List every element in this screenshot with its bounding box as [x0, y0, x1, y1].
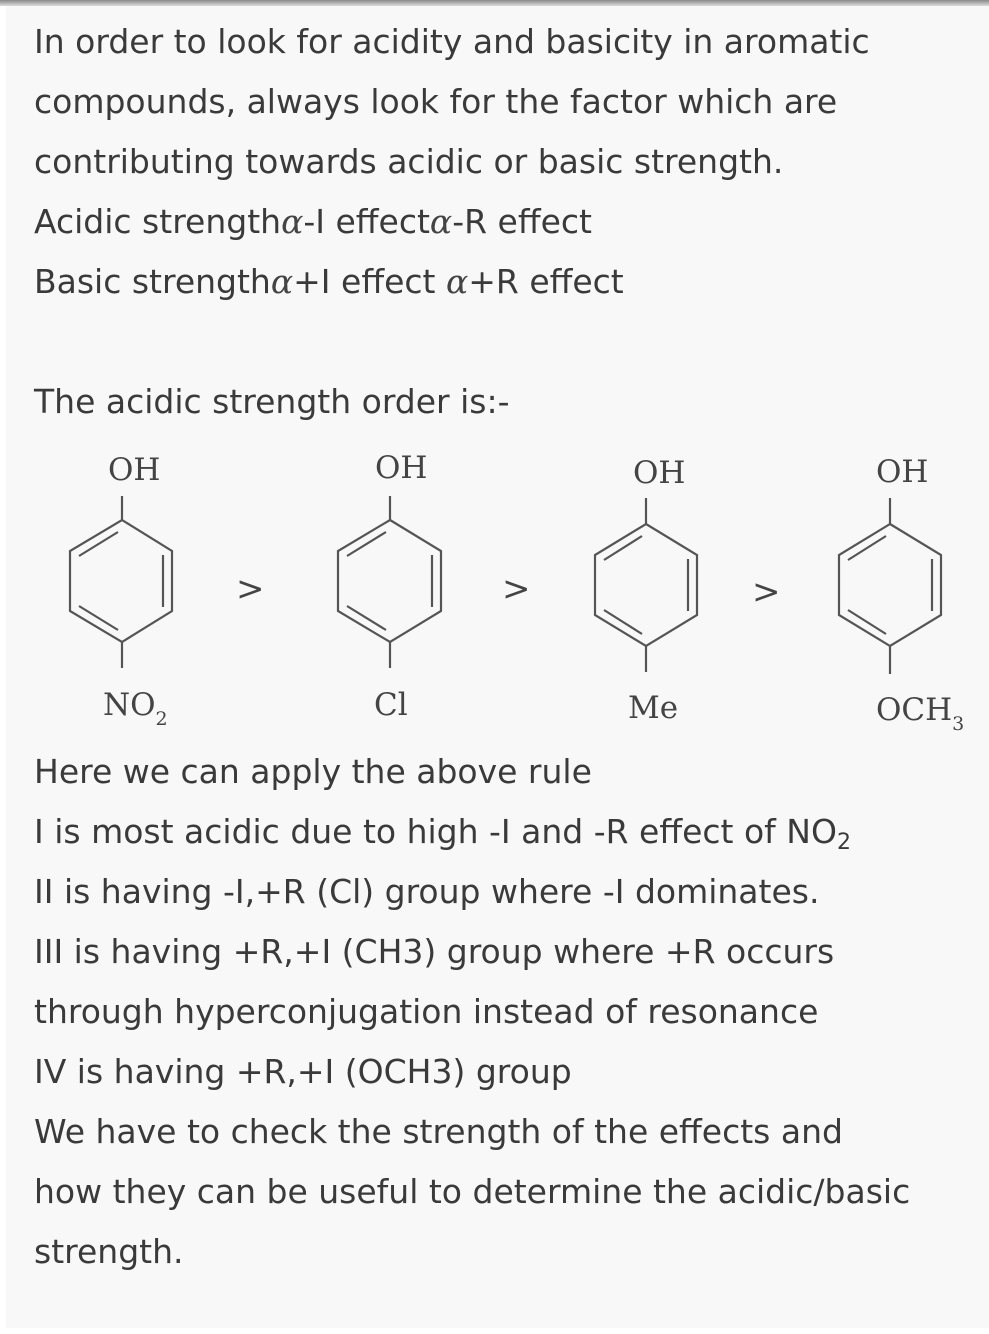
order-heading: The acidic strength order is:-	[34, 382, 510, 421]
structure-top-label: OH	[633, 455, 685, 491]
structure-top-label: OH	[375, 450, 427, 486]
answer-card	[6, 6, 989, 1328]
greater-than-sign: >	[502, 569, 531, 609]
structure-bottom-label: NO2	[103, 687, 168, 730]
explanation-line-4: III is having +R,+I (CH3) group where +R…	[34, 932, 835, 971]
structure-top-label: OH	[876, 454, 928, 490]
structure-chlorophenol: OH Cl	[336, 450, 443, 723]
basic-r-effect: +R effect	[468, 262, 624, 301]
structure-top-label: OH	[108, 452, 160, 488]
structure-methylphenol: OH Me	[593, 455, 699, 726]
intro-line-2: compounds, always look for the factor wh…	[34, 82, 838, 121]
structure-bottom-label: Me	[628, 690, 678, 726]
acidic-strength-rule: Acidic strengthα-I effectα-R effect	[34, 192, 592, 252]
intro-line-3: contributing towards acidic or basic str…	[34, 142, 784, 181]
top-edge-bar	[0, 0, 989, 6]
basic-i-effect: +I effect	[293, 262, 446, 301]
proportional-symbol: α	[270, 262, 294, 301]
proportional-symbol: α	[281, 202, 304, 241]
benzene-ring	[336, 518, 443, 644]
explanation-line-9: strength.	[34, 1232, 184, 1271]
acidic-strength-order-diagram: OH NO2 > OH Cl > OH Me > OH	[68, 450, 964, 735]
explanation-line-2: I is most acidic due to high -I and -R e…	[34, 812, 851, 855]
explanation-line-7: We have to check the strength of the eff…	[34, 1112, 843, 1151]
basic-strength-rule: Basic strengthα+I effect α+R effect	[34, 252, 624, 312]
explanation-line-1: Here we can apply the above rule	[34, 752, 592, 791]
explanation-line-6: IV is having +R,+I (OCH3) group	[34, 1052, 572, 1091]
intro-line-1: In order to look for acidity and basicit…	[34, 22, 870, 61]
structure-nitrophenol: OH NO2	[68, 452, 174, 730]
greater-than-sign: >	[236, 569, 265, 609]
structure-bottom-label: Cl	[374, 687, 408, 723]
greater-than-sign: >	[752, 572, 781, 612]
acidic-r-effect: -R effect	[452, 202, 592, 241]
acidic-prefix: Acidic strength	[34, 202, 282, 241]
benzene-ring	[593, 522, 699, 648]
benzene-ring	[68, 518, 174, 644]
acidic-i-effect: -I effect	[303, 202, 430, 241]
explanation-line-8: how they can be useful to determine the …	[34, 1172, 911, 1211]
proportional-symbol: α	[445, 262, 469, 301]
explanation-line-5: through hyperconjugation instead of reso…	[34, 992, 819, 1031]
benzene-ring	[837, 522, 943, 648]
explanation-line-3: II is having -I,+R (Cl) group where -I d…	[34, 872, 820, 911]
structure-bottom-label: OCH3	[876, 692, 964, 735]
structure-methoxyphenol: OH OCH3	[837, 454, 964, 735]
basic-prefix: Basic strength	[34, 262, 271, 301]
proportional-symbol: α	[429, 202, 453, 241]
